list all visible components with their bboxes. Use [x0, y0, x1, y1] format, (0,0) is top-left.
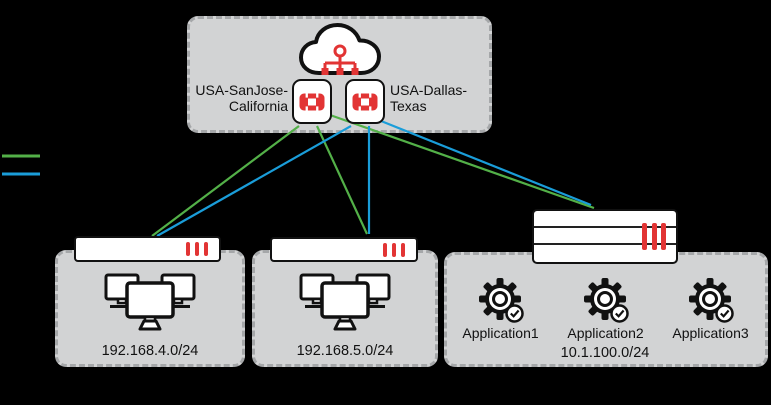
site-label-line: USA-SanJose-: [195, 82, 288, 98]
site-label-sanjose: USA-SanJose- California: [176, 82, 288, 114]
switch-icon: [270, 237, 418, 262]
application-gear-icon: [479, 278, 524, 323]
site-label-line: Texas: [390, 98, 427, 114]
switch-icon: [74, 236, 221, 262]
application-gear-icon: [584, 278, 629, 323]
site-label-line: California: [228, 98, 288, 114]
check-badge-icon: [610, 304, 629, 323]
application3-label: Application3: [672, 325, 749, 341]
check-badge-icon: [505, 304, 524, 323]
site-label-line: USA-Dallas-: [390, 82, 468, 98]
stacked-switch-icon: [532, 209, 678, 264]
subnet-label-datacenter: 10.1.100.0/24: [560, 345, 650, 361]
tunnel-line-green: [316, 125, 368, 235]
subnet-label-branch1: 192.168.4.0/24: [101, 343, 199, 359]
fortigate-sanjose-icon: [292, 79, 332, 124]
cloud-icon: [299, 23, 381, 75]
network-tree-icon: [321, 44, 359, 75]
application1-label: Application1: [462, 325, 539, 341]
application-gear-icon: [689, 278, 734, 323]
tunnel-line-blue: [380, 119, 592, 207]
tunnel-line-green: [151, 125, 300, 237]
check-badge-icon: [715, 304, 734, 323]
tunnel-line-blue: [156, 125, 352, 237]
subnet-label-branch2: 192.168.5.0/24: [296, 343, 394, 359]
workstations-icon: [299, 273, 391, 331]
site-label-dallas: USA-Dallas- Texas: [390, 82, 500, 114]
fortigate-dallas-icon: [345, 79, 385, 124]
workstations-icon: [104, 273, 196, 331]
application2-label: Application2: [567, 325, 644, 341]
